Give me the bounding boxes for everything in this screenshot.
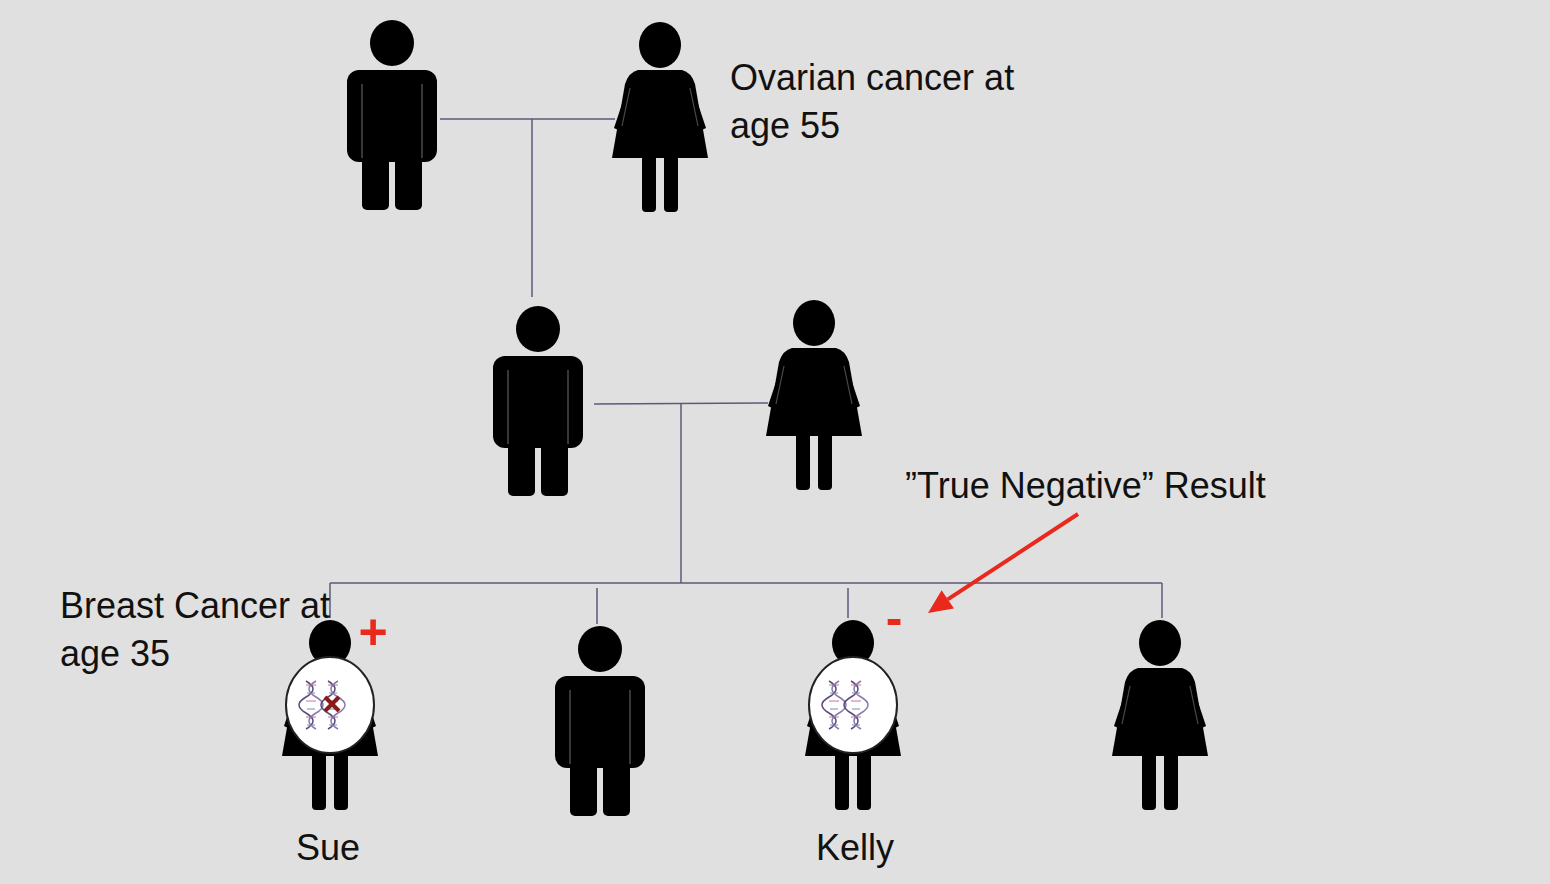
grandfather-figure xyxy=(347,20,437,210)
dna-inset xyxy=(286,657,374,753)
callout-note: ”True Negative” Result xyxy=(905,462,1335,510)
brother-figure xyxy=(555,626,645,816)
kelly-figure xyxy=(805,620,901,810)
marriage-line xyxy=(594,403,768,404)
descent-line xyxy=(531,119,533,297)
pedigree-lines xyxy=(330,119,1162,624)
person-name: Kelly xyxy=(755,824,955,872)
sister-figure xyxy=(1112,620,1208,810)
condition-note: Breast Cancer at age 35 xyxy=(60,582,335,678)
child-line xyxy=(596,588,598,624)
descent-line xyxy=(680,404,682,583)
mutation-mark xyxy=(325,697,339,711)
mother-figure xyxy=(766,300,862,490)
sibship-line xyxy=(330,582,1162,584)
test-result-mark: - xyxy=(876,590,912,646)
test-result-mark: + xyxy=(353,604,393,660)
person-name: Sue xyxy=(228,824,428,872)
condition-note: Ovarian cancer at age 55 xyxy=(730,54,1015,150)
dna-inset xyxy=(809,657,897,753)
marriage-line xyxy=(440,118,615,120)
child-line xyxy=(1161,583,1163,618)
father-figure xyxy=(493,306,583,496)
child-line xyxy=(847,588,849,618)
callout-arrow xyxy=(928,514,1078,613)
grandmother-figure xyxy=(612,22,708,212)
